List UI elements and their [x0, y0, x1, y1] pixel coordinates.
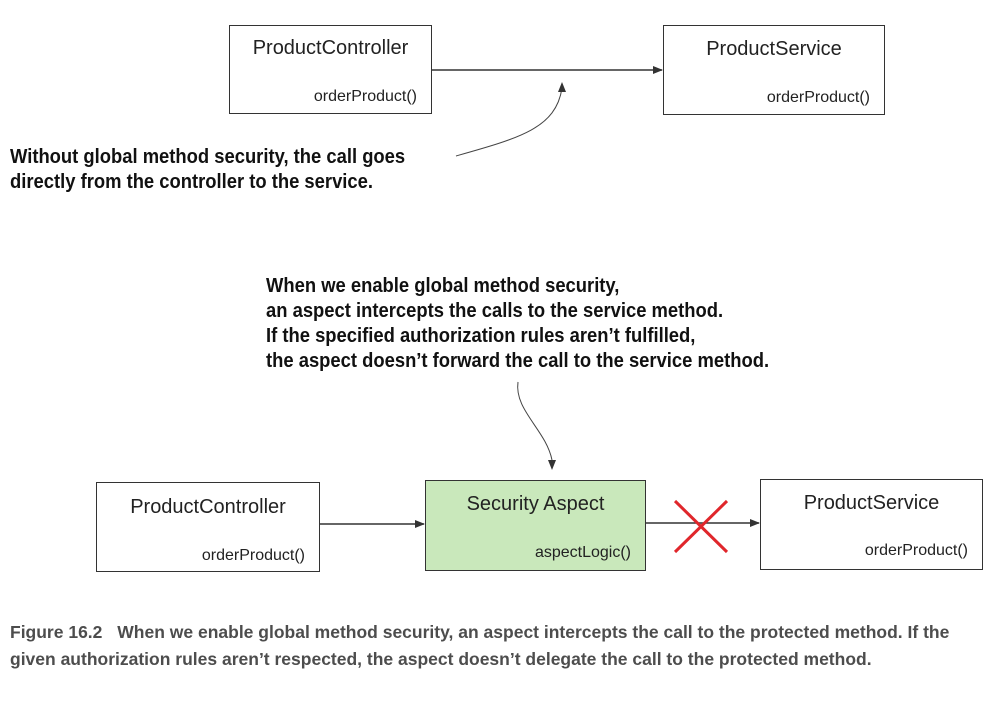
- top-note-line: Without global method security, the call…: [10, 146, 406, 168]
- bottom-note-line: the aspect doesn’t forward the call to t…: [266, 350, 770, 372]
- top-product-service-title: ProductService: [706, 38, 842, 60]
- figure-label: Figure 16.2: [10, 622, 103, 642]
- bottom-note-leader: [517, 381, 553, 461]
- bottom-product-controller-box: ProductController orderProduct(): [96, 482, 320, 572]
- bottom-product-service-method: orderProduct(): [864, 542, 968, 559]
- top-note-leader: [455, 87, 563, 157]
- bottom-note: When we enable global method security, a…: [266, 274, 769, 374]
- top-product-service-method: orderProduct(): [766, 89, 870, 106]
- security-aspect-title: Security Aspect: [466, 493, 605, 515]
- bottom-note-line: an aspect intercepts the calls to the se…: [266, 300, 724, 322]
- top-product-controller-method: orderProduct(): [313, 88, 417, 105]
- bottom-note-leader-head: [548, 460, 556, 470]
- blocked-cross-icon: [673, 499, 729, 554]
- figure-caption-text: When we enable global method security, a…: [10, 622, 950, 669]
- top-product-controller-title: ProductController: [252, 37, 409, 59]
- top-product-service-box: ProductService orderProduct(): [663, 25, 885, 115]
- top-product-controller-box: ProductController orderProduct(): [229, 25, 432, 114]
- top-note-line: directly from the controller to the serv…: [10, 171, 373, 193]
- top-note-leader-head: [558, 82, 566, 92]
- bottom-note-line: If the specified authorization rules are…: [266, 325, 696, 347]
- bottom-note-line: When we enable global method security,: [266, 275, 620, 297]
- top-note: Without global method security, the call…: [10, 145, 405, 195]
- bottom-product-controller-title: ProductController: [130, 496, 286, 518]
- figure-caption: Figure 16.2 When we enable global method…: [10, 619, 980, 673]
- bottom-product-service-box: ProductService orderProduct(): [760, 479, 983, 570]
- bottom-product-service-title: ProductService: [803, 492, 940, 514]
- security-aspect-box: Security Aspect aspectLogic(): [425, 480, 646, 571]
- bottom-product-controller-method: orderProduct(): [201, 547, 305, 564]
- security-aspect-method: aspectLogic(): [534, 544, 631, 561]
